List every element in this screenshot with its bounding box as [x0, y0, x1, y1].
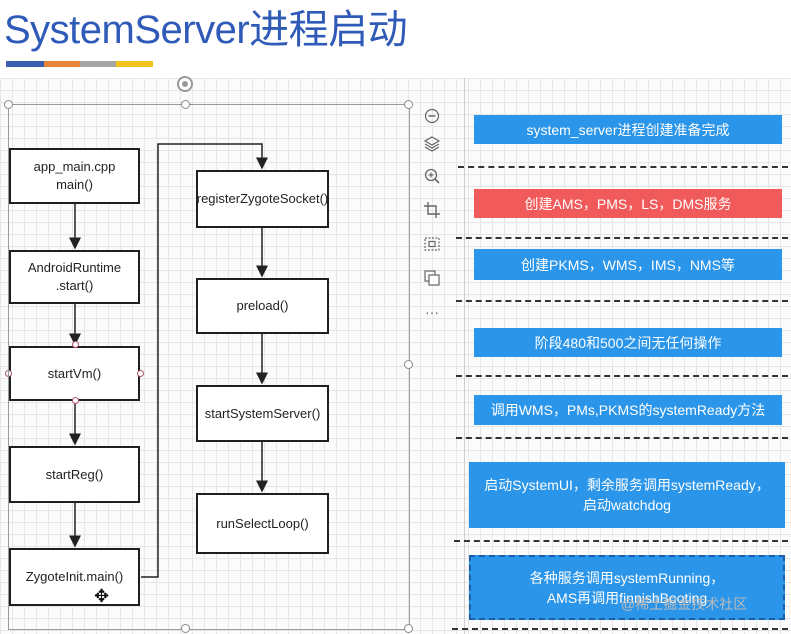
- stage-separator: [452, 628, 788, 630]
- title-underline-yellow: [116, 61, 153, 67]
- stage-1[interactable]: system_server进程创建准备完成: [474, 115, 782, 144]
- stage-separator: [454, 540, 788, 542]
- crop-icon[interactable]: [418, 196, 446, 224]
- move-cursor-icon: ✥: [94, 586, 110, 606]
- title-underline-gray: [80, 61, 116, 67]
- port-right[interactable]: [137, 370, 144, 377]
- port-left[interactable]: [5, 370, 12, 377]
- stage-2[interactable]: 创建AMS，PMS，LS，DMS服务: [474, 189, 782, 218]
- node-start-system-server[interactable]: startSystemServer(): [196, 385, 329, 442]
- stage-separator: [456, 300, 788, 302]
- stage-4[interactable]: 阶段480和500之间无任何操作: [474, 328, 782, 357]
- page-title: SystemServer进程启动: [4, 8, 408, 52]
- resize-handle-bottom-right[interactable]: [404, 624, 413, 633]
- port-bottom[interactable]: [72, 397, 79, 404]
- node-register-socket[interactable]: registerZygoteSocket(): [196, 170, 329, 228]
- node-preload[interactable]: preload(): [196, 278, 329, 334]
- resize-handle-top[interactable]: [181, 100, 190, 109]
- stage-separator: [458, 166, 788, 168]
- node-start-reg[interactable]: startReg(): [9, 446, 140, 503]
- resize-handle-right[interactable]: [404, 360, 413, 369]
- node-start-vm[interactable]: startVm(): [9, 346, 140, 401]
- rotate-icon[interactable]: [177, 76, 193, 92]
- stage-separator: [456, 437, 788, 439]
- watermark: @稀土掘金技术社区: [621, 596, 748, 612]
- node-runtime-start[interactable]: AndroidRuntime .start(): [9, 250, 140, 304]
- minus-circle-icon[interactable]: [418, 102, 446, 130]
- zoom-icon[interactable]: [418, 162, 446, 190]
- stage-3[interactable]: 创建PKMS，WMS，IMS，NMS等: [474, 249, 782, 280]
- node-run-select-loop[interactable]: runSelectLoop(): [196, 493, 329, 554]
- resize-handle-bottom[interactable]: [181, 624, 190, 633]
- stage-6[interactable]: 启动SystemUI，剩余服务调用systemReady， 启动watchdog: [469, 462, 785, 528]
- node-app-main[interactable]: app_main.cpp main(): [9, 148, 140, 204]
- resize-handle-top-right[interactable]: [404, 100, 413, 109]
- fit-icon[interactable]: [418, 230, 446, 258]
- stage-separator: [456, 237, 788, 239]
- edge-zygote-to-register: [141, 143, 268, 578]
- stage-separator: [456, 375, 788, 377]
- node-zygote-init[interactable]: ZygoteInit.main(): [9, 548, 140, 606]
- copy-icon[interactable]: [418, 264, 446, 292]
- resize-handle-top-left[interactable]: [4, 100, 13, 109]
- stage-5[interactable]: 调用WMS，PMs,PKMS的systemReady方法: [474, 395, 782, 425]
- more-icon[interactable]: ···: [425, 304, 439, 320]
- port-top[interactable]: [72, 341, 79, 348]
- layers-icon[interactable]: [418, 130, 446, 158]
- stage-7[interactable]: 各种服务调用systemRunning， AMS再调用finnishBootin…: [469, 555, 785, 620]
- panel-divider: [464, 78, 465, 634]
- title-underline-orange: [44, 61, 80, 67]
- title-underline-blue: [6, 61, 44, 67]
